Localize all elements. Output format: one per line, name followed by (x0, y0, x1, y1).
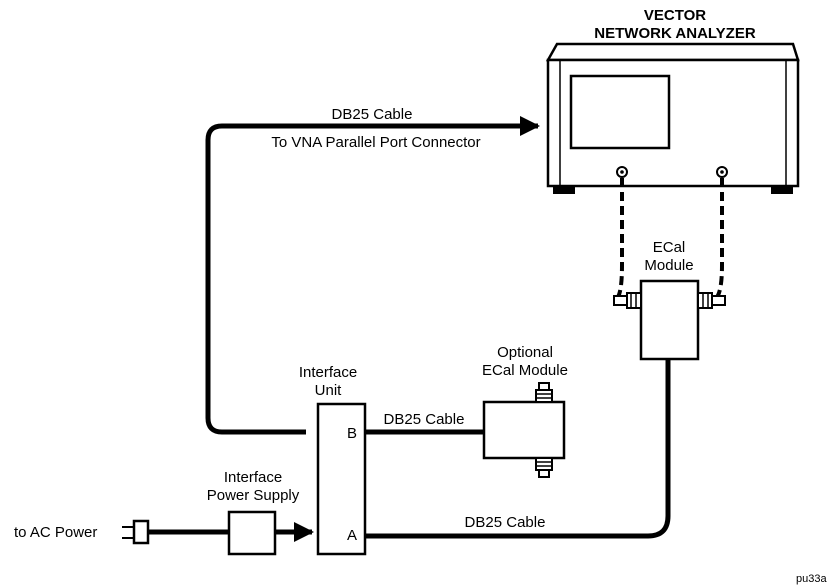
db25-cable-port-a: DB25 Cable (338, 359, 671, 539)
interface-unit-label-line1: Interface (299, 364, 357, 381)
cable-b-label: DB25 Cable (384, 411, 465, 428)
top-cable-label: DB25 Cable (332, 106, 413, 123)
interface-unit: Interface Unit B A (299, 364, 367, 556)
cable-a-label: DB25 Cable (465, 514, 546, 531)
ecal-module: ECal Module (613, 239, 726, 361)
ac-power-label: to AC Power (14, 524, 97, 541)
rf-test-cables (613, 178, 724, 302)
optional-ecal-module: Optional ECal Module (482, 344, 568, 478)
vna-screen (569, 74, 671, 150)
db25-cable-to-vna: DB25 Cable To VNA Parallel Port Connecto… (205, 106, 540, 435)
top-cable-sublabel: To VNA Parallel Port Connector (271, 134, 480, 151)
ac-power-plug: to AC Power (14, 519, 150, 545)
interface-power-supply: Interface Power Supply (148, 469, 314, 556)
optional-module-label-line2: ECal Module (482, 362, 568, 379)
power-supply-label-line2: Power Supply (207, 487, 300, 504)
optional-module-label-line1: Optional (497, 344, 553, 361)
power-supply-label-line1: Interface (224, 469, 282, 486)
vna-title-line1: VECTOR (644, 7, 706, 24)
interface-port-a: A (347, 527, 357, 544)
ecal-module-label-line1: ECal (653, 239, 686, 256)
vector-network-analyzer: VECTOR NETWORK ANALYZER (545, 7, 800, 194)
ecal-module-label-line2: Module (644, 257, 693, 274)
vna-title-line2: NETWORK ANALYZER (594, 25, 756, 42)
interface-unit-label-line2: Unit (315, 382, 343, 399)
interface-port-b: B (347, 425, 357, 442)
figure-id: pu33a (796, 573, 827, 585)
